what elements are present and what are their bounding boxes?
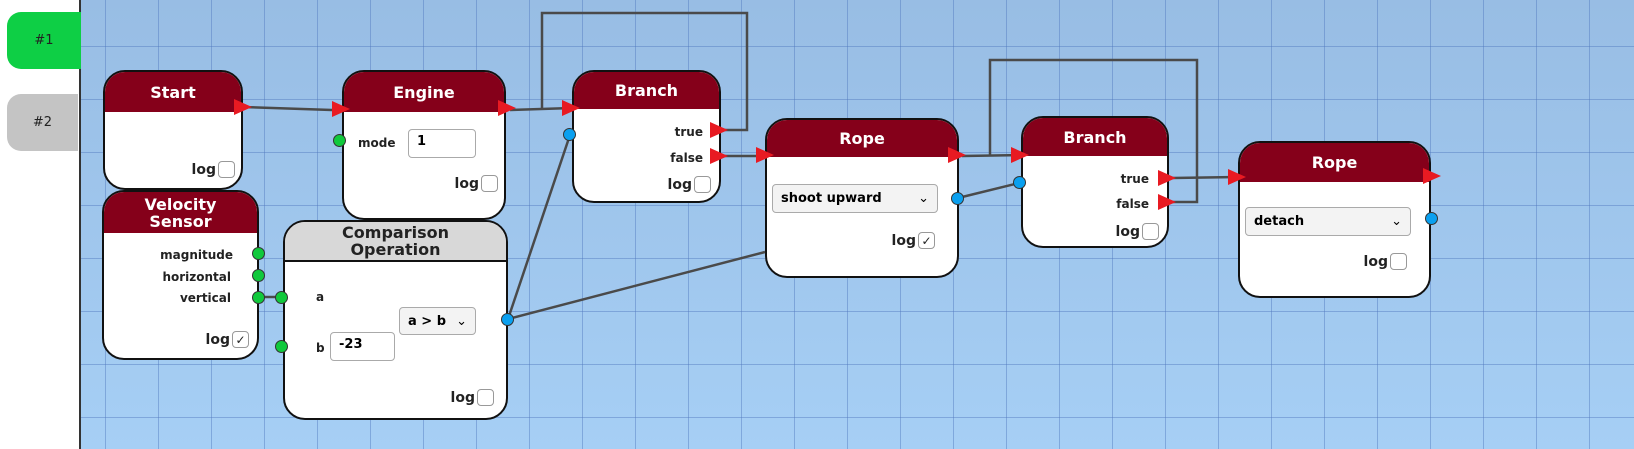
node-title: Engine <box>344 72 504 112</box>
tab-1[interactable]: #1 <box>7 12 81 69</box>
vertical-output-port[interactable] <box>252 291 265 304</box>
exec-in-arrow-icon[interactable] <box>756 147 774 163</box>
node-velocity-sensor[interactable]: Velocity Sensor magnitude horizontal ver… <box>102 190 259 360</box>
mode-label: mode <box>358 136 396 150</box>
true-label: true <box>674 125 703 139</box>
exec-in-arrow-icon[interactable] <box>562 100 580 116</box>
node-title: Branch <box>574 72 719 109</box>
horizontal-output-port[interactable] <box>252 269 265 282</box>
b-label: b <box>316 341 325 355</box>
log-toggle[interactable]: log <box>451 389 494 406</box>
log-label: log <box>667 176 692 193</box>
select-value: detach <box>1254 214 1305 229</box>
node-title: Start <box>105 72 241 112</box>
select-value: a > b <box>408 313 447 329</box>
tab-label: #1 <box>34 33 54 48</box>
chevron-down-icon: ⌄ <box>456 313 467 329</box>
true-label: true <box>1120 172 1149 186</box>
node-title: Rope <box>767 120 957 157</box>
node-rope-1[interactable]: Rope shoot upward ⌄ log✓ <box>765 118 959 278</box>
tab-label: #2 <box>32 115 53 130</box>
condition-input-port[interactable] <box>1013 176 1026 189</box>
node-branch-1[interactable]: Branch true false log <box>572 70 721 203</box>
log-toggle[interactable]: log <box>1116 223 1159 240</box>
node-engine[interactable]: Engine mode 1 log <box>342 70 506 220</box>
horizontal-label: horizontal <box>162 270 231 284</box>
select-value: shoot upward <box>781 191 882 206</box>
log-checkbox[interactable] <box>694 176 711 193</box>
log-label: log <box>454 175 479 192</box>
log-label: log <box>891 232 916 249</box>
node-title: Velocity Sensor <box>104 192 257 233</box>
log-checkbox[interactable] <box>481 175 498 192</box>
log-toggle[interactable]: log✓ <box>206 331 249 348</box>
chevron-down-icon: ⌄ <box>1391 214 1402 229</box>
log-toggle[interactable]: log✓ <box>892 232 935 249</box>
true-out-arrow-icon[interactable] <box>710 122 728 138</box>
log-checkbox[interactable]: ✓ <box>232 331 249 348</box>
operator-select[interactable]: a > b ⌄ <box>399 307 476 335</box>
log-label: log <box>205 331 230 348</box>
result-output-port[interactable] <box>501 313 514 326</box>
node-title: Rope <box>1240 143 1429 182</box>
true-out-arrow-icon[interactable] <box>1158 170 1176 186</box>
log-toggle[interactable]: log <box>192 161 235 178</box>
false-label: false <box>670 151 703 165</box>
condition-input-port[interactable] <box>563 128 576 141</box>
exec-out-arrow-icon[interactable] <box>1423 168 1441 184</box>
magnitude-label: magnitude <box>160 248 233 262</box>
log-toggle[interactable]: log <box>668 176 711 193</box>
vertical-label: vertical <box>179 291 231 305</box>
log-checkbox[interactable] <box>218 161 235 178</box>
false-label: false <box>1116 197 1149 211</box>
log-checkbox[interactable] <box>1142 223 1159 240</box>
data-output-port[interactable] <box>1425 212 1438 225</box>
b-value-input[interactable]: -23 <box>330 332 395 361</box>
node-title: Branch <box>1023 118 1167 156</box>
exec-in-arrow-icon[interactable] <box>1011 147 1029 163</box>
node-rope-2[interactable]: Rope detach ⌄ log <box>1238 141 1431 298</box>
a-input-port[interactable] <box>275 291 288 304</box>
rope-action-select[interactable]: shoot upward ⌄ <box>772 184 938 213</box>
sidebar: #1 #2 <box>0 0 81 449</box>
log-toggle[interactable]: log <box>1364 253 1407 270</box>
a-label: a <box>316 290 325 304</box>
node-branch-2[interactable]: Branch true false log <box>1021 116 1169 248</box>
exec-in-arrow-icon[interactable] <box>332 101 350 117</box>
false-out-arrow-icon[interactable] <box>1158 194 1176 210</box>
log-checkbox[interactable] <box>1390 253 1407 270</box>
rope-action-select[interactable]: detach ⌄ <box>1245 207 1411 236</box>
false-out-arrow-icon[interactable] <box>710 148 728 164</box>
log-label: log <box>450 389 475 406</box>
exec-in-arrow-icon[interactable] <box>1228 169 1246 185</box>
exec-out-arrow-icon[interactable] <box>498 100 516 116</box>
tab-2[interactable]: #2 <box>7 94 78 151</box>
log-label: log <box>191 161 216 178</box>
log-label: log <box>1363 253 1388 270</box>
exec-out-arrow-icon[interactable] <box>234 99 252 115</box>
mode-input-port[interactable] <box>333 134 346 147</box>
log-checkbox[interactable] <box>477 389 494 406</box>
log-toggle[interactable]: log <box>455 175 498 192</box>
magnitude-output-port[interactable] <box>252 247 265 260</box>
node-comparison-operation[interactable]: Comparison Operation a b -23 a > b ⌄ log <box>283 220 508 420</box>
exec-out-arrow-icon[interactable] <box>948 147 966 163</box>
b-input-port[interactable] <box>275 340 288 353</box>
chevron-down-icon: ⌄ <box>918 191 929 206</box>
data-output-port[interactable] <box>951 192 964 205</box>
log-label: log <box>1115 223 1140 240</box>
log-checkbox[interactable]: ✓ <box>918 232 935 249</box>
node-start[interactable]: Start log <box>103 70 243 190</box>
mode-input[interactable]: 1 <box>408 129 476 158</box>
node-title: Comparison Operation <box>285 222 506 262</box>
